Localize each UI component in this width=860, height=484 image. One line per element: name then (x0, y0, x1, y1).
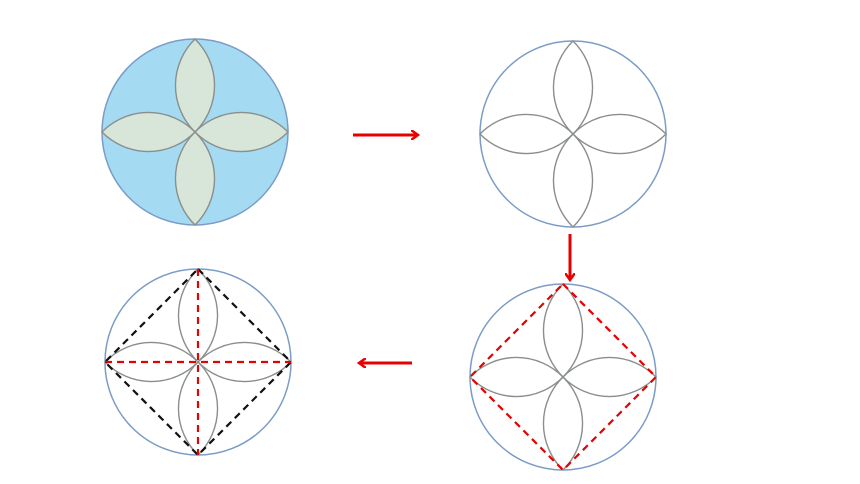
panel-outline-flower (479, 40, 667, 228)
petal-bottom (552, 133, 594, 228)
petal-left (469, 356, 564, 398)
dashed-square-red (468, 282, 658, 472)
panel-square-guides (468, 282, 658, 472)
petal-left (479, 113, 574, 155)
petal-left (101, 111, 196, 153)
petal-right (572, 113, 667, 155)
panel-square-and-diagonals (103, 267, 293, 457)
dashed-square-black (103, 267, 293, 457)
petal-right (562, 356, 657, 398)
petal-top (552, 40, 594, 135)
petal-bottom (174, 131, 216, 226)
panel-filled-flower (101, 38, 289, 226)
petal-top (174, 38, 216, 133)
petal-bottom (542, 376, 584, 471)
petal-right (194, 111, 289, 153)
